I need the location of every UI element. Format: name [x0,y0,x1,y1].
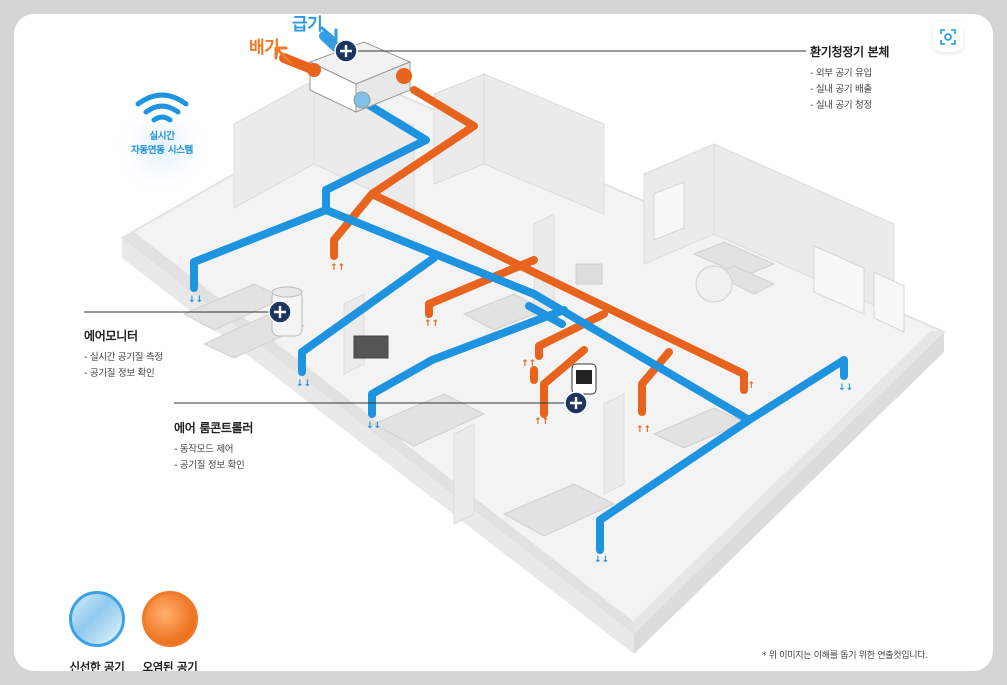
callout-leaders [84,50,806,404]
wifi-icon [135,92,189,123]
legend-fresh-air: 신선한 공기 [52,591,142,671]
legend-polluted-label: 오염된 공기 [142,660,198,671]
exhaust-duct [330,86,748,418]
fresh-air-swatch [69,591,125,647]
callout-main-unit: 환기청정기 본체 외부 공기 유입 실내 공기 배출 실내 공기 청정 [810,43,889,114]
svg-text:↑↑: ↑↑ [534,417,549,427]
callout-title: 에어모니터 [84,329,138,343]
callout-item: 공기질 정보 확인 [84,366,163,382]
callout-item: 외부 공기 유입 [810,66,889,82]
wifi-line-1: 실시간 [149,131,175,142]
zoom-button[interactable] [933,22,963,52]
supply-duct [190,98,848,554]
svg-text:↓↓: ↓↓ [838,383,853,393]
callout-room-controller: 에어 룸콘트롤러 동작모드 제어 공기질 정보 확인 [174,419,253,474]
callout-item: 실내 공기 배출 [810,82,889,98]
supply-label: 급기 [292,15,323,35]
polluted-air-swatch [142,591,198,647]
svg-text:↓↓: ↓↓ [188,295,203,305]
svg-text:↑↑: ↑↑ [521,359,536,369]
callout-item: 동작모드 제어 [174,442,253,458]
svg-text:↓↓: ↓↓ [366,421,381,431]
realtime-sync-indicator: 실시간 자동연동 시스템 [112,92,212,158]
callout-title: 환기청정기 본체 [810,45,890,59]
windows [653,181,905,333]
legend-fresh-label: 신선한 공기 [69,660,125,671]
focus-zoom-icon [940,29,956,45]
exhaust-label: 배기 [249,38,280,58]
svg-text:↑↑: ↑↑ [330,263,345,273]
ventilation-main-unit [279,31,412,113]
plus-marker-icon[interactable] [334,39,358,63]
plus-marker-icon[interactable] [268,300,292,324]
house-illustration: ↑↑ ↑↑ ↑↑ ↑↑ ↑↑ ↑↑ ↓↓ ↓↓ ↓↓ ↓↓ ↓↓ [84,26,946,654]
flow-label-arrows [274,26,338,64]
callout-item: 실시간 공기질 측정 [84,350,163,366]
legend-polluted-air: 오염된 공기 [125,591,215,671]
diagram-card: ↑↑ ↑↑ ↑↑ ↑↑ ↑↑ ↑↑ ↓↓ ↓↓ ↓↓ ↓↓ ↓↓ [14,14,993,671]
wifi-line-2: 자동연동 시스템 [130,145,194,156]
callout-item: 실내 공기 청정 [810,98,889,114]
vent-arrows: ↑↑ ↑↑ ↑↑ ↑↑ ↑↑ ↑↑ ↓↓ ↓↓ ↓↓ ↓↓ ↓↓ [188,263,853,565]
callout-item: 공기질 정보 확인 [174,458,253,474]
svg-text:↑↑: ↑↑ [424,319,439,329]
furniture [182,241,776,537]
svg-text:↓↓: ↓↓ [296,379,311,389]
svg-text:↑↑: ↑↑ [636,425,651,435]
wifi-glow [110,96,214,200]
callout-air-monitor: 에어모니터 실시간 공기질 측정 공기질 정보 확인 [84,327,163,382]
plus-marker-icon[interactable] [564,391,588,415]
room-controller-device [571,363,597,395]
svg-text:↑↑: ↑↑ [740,381,755,391]
svg-text:↓↓: ↓↓ [594,555,609,565]
disclaimer-note: * 위 이미지는 이해를 돕기 위한 연출컷입니다. [762,651,928,661]
callout-title: 에어 룸콘트롤러 [174,421,254,435]
